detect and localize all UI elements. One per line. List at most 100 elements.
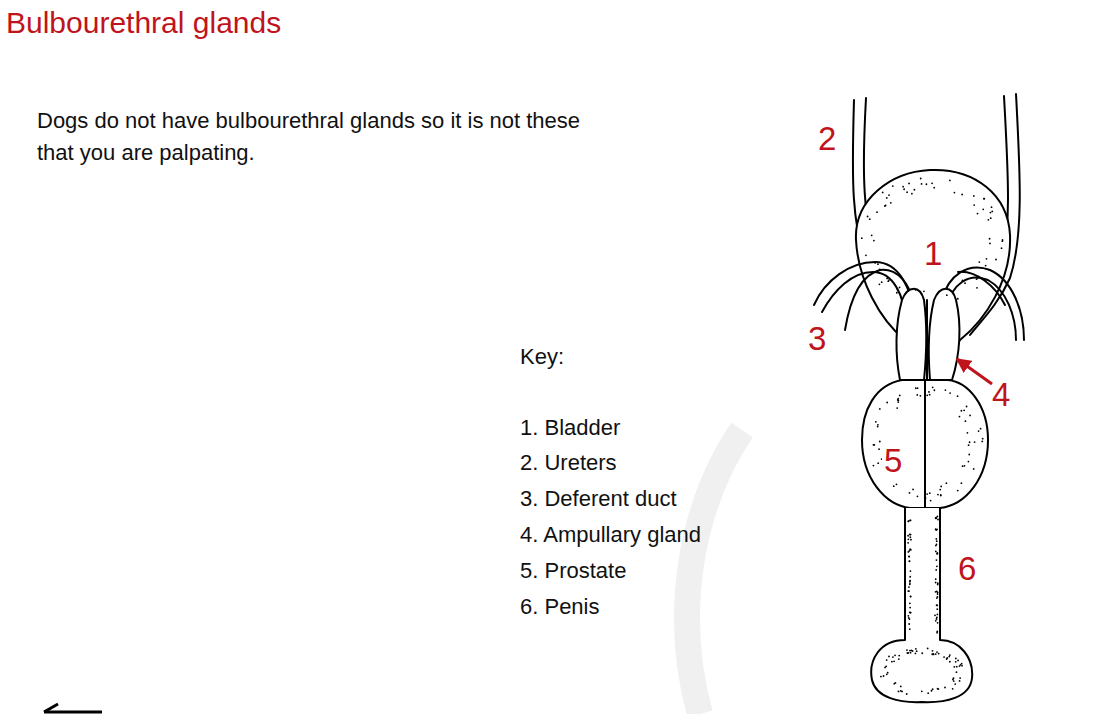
leader-arrow [957, 359, 992, 384]
stipple-dot [877, 424, 879, 426]
stipple-dot [961, 665, 963, 667]
stipple-dot [956, 666, 958, 668]
stipple-dot [883, 675, 885, 677]
stipple-dot [907, 520, 909, 522]
stipple-dot [953, 666, 955, 668]
stipple-dot [898, 658, 900, 660]
stipple-dot [908, 555, 910, 557]
stipple-dot [907, 538, 909, 540]
stipple-dot [865, 254, 867, 256]
stipple-dot [917, 387, 919, 389]
stipple-dot [908, 556, 910, 558]
stipple-dot [933, 187, 935, 189]
stipple-dot [953, 680, 955, 682]
stipple-dot [957, 298, 959, 300]
stipple-dot [931, 182, 933, 184]
key-item: 1. Bladder [520, 415, 620, 441]
stipple-dot [954, 192, 956, 194]
stipple-dot [912, 650, 914, 652]
stipple-dot [928, 391, 930, 393]
stipple-dot [909, 612, 911, 614]
callout-number: 3 [806, 322, 828, 356]
stipple-dot [936, 597, 938, 599]
key-item: 5. Prostate [520, 558, 626, 584]
stipple-dot [926, 183, 928, 185]
stipple-dot [932, 650, 934, 652]
stipple-dot [890, 202, 892, 204]
stipple-dot [982, 208, 984, 210]
stipple-dot [910, 539, 912, 541]
stipple-dot [959, 680, 961, 682]
note-text: Dogs do not have bulbourethral glands so… [37, 105, 585, 169]
stipple-dot [991, 211, 993, 213]
stipple-dot [885, 204, 887, 206]
callout-number: 4 [990, 378, 1012, 412]
stipple-dot [887, 280, 889, 282]
stipple-dot [955, 661, 957, 663]
stipple-dot [983, 198, 985, 200]
stipple-dot [879, 408, 881, 410]
stipple-dot [932, 653, 934, 655]
stipple-dot [935, 578, 937, 580]
stipple-dot [929, 492, 931, 494]
stipple-dot [980, 428, 982, 430]
stipple-dot [946, 294, 948, 296]
stipple-dot [945, 482, 947, 484]
stipple-dot [938, 653, 940, 655]
stipple-dot [926, 394, 928, 396]
stipple-dot [989, 238, 991, 240]
stipple-dot [886, 402, 888, 404]
stipple-dot [966, 406, 968, 408]
stipple-dot [921, 183, 923, 185]
stipple-dot [964, 282, 966, 284]
stipple-dot [897, 400, 899, 402]
stipple-dot [940, 494, 942, 496]
stipple-dot [948, 656, 950, 658]
stipple-dot [969, 415, 971, 417]
prostate [862, 380, 988, 508]
key-item: 4. Ampullary gland [520, 522, 701, 548]
stipple-dot [927, 692, 929, 694]
stipple-dot [915, 289, 917, 291]
key-item: 2. Ureters [520, 450, 617, 476]
stipple-dot [907, 652, 909, 654]
stipple-dot [913, 189, 915, 191]
stipple-dot [911, 193, 913, 195]
stipple-dot [893, 660, 895, 662]
stipple-dot [899, 287, 901, 289]
stipple-dot [952, 688, 954, 690]
stipple-dot [896, 407, 898, 409]
stipple-dot [1001, 247, 1003, 249]
stipple-dot [949, 654, 951, 656]
stipple-dot [987, 219, 989, 221]
stipple-dot [869, 218, 871, 220]
stipple-dot [915, 648, 917, 650]
stipple-dot [910, 595, 912, 597]
stipple-dot [912, 488, 914, 490]
callout-number: 1 [922, 237, 944, 271]
stipple-dot [884, 205, 886, 207]
stipple-dot [907, 615, 909, 617]
stipple-dot [959, 665, 961, 667]
stipple-dot [935, 518, 937, 520]
stipple-dot [886, 659, 888, 661]
stipple-dot [907, 551, 909, 553]
stipple-dot [930, 500, 932, 502]
stipple-dot [957, 490, 959, 492]
stipple-dot [920, 395, 922, 397]
stipple-dot [896, 483, 898, 485]
stipple-dot [946, 658, 948, 660]
stipple-dot [908, 623, 910, 625]
stipple-dot [909, 576, 911, 578]
stipple-dot [897, 288, 899, 290]
stipple-dot [895, 682, 897, 684]
stipple-dot [893, 485, 895, 487]
key-item: 6. Penis [520, 594, 600, 620]
stipple-dot [921, 652, 923, 654]
stipple-dot [937, 622, 939, 624]
stipple-dot [909, 580, 911, 582]
stipple-dot [933, 654, 935, 656]
stipple-dot [923, 290, 925, 292]
stipple-dot [978, 430, 980, 432]
stipple-dot [976, 287, 978, 289]
